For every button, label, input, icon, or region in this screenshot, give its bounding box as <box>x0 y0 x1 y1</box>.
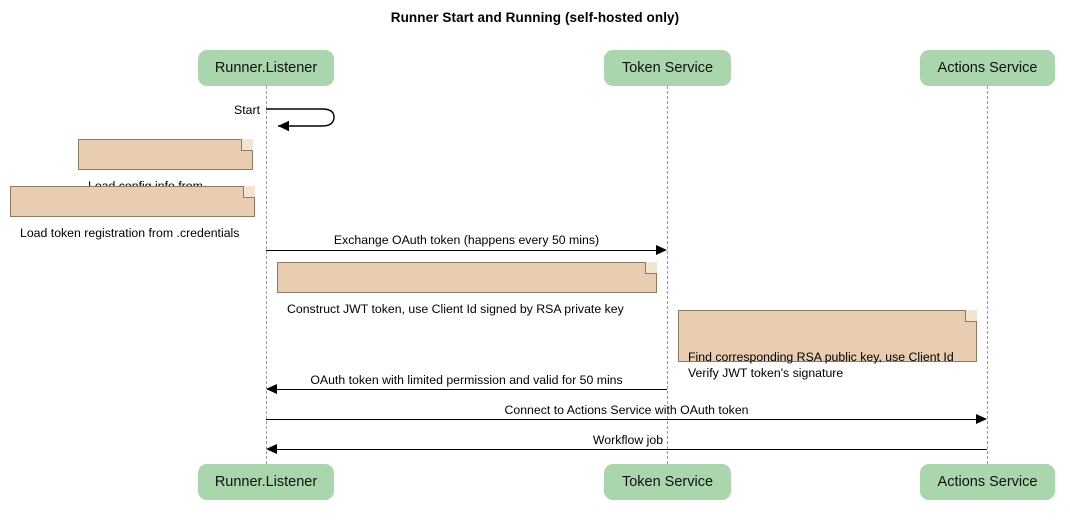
message-label-connect-actions: Connect to Actions Service with OAuth to… <box>504 403 749 417</box>
note-fold-icon <box>965 310 977 322</box>
note-verify-jwt: Find corresponding RSA public key, use C… <box>678 310 977 380</box>
participant-runner-bottom[interactable]: Runner.Listener <box>198 464 334 500</box>
note-fold-icon <box>241 139 253 151</box>
message-arrowhead-exchange-oauth <box>656 245 667 255</box>
participant-actions-top[interactable]: Actions Service <box>920 50 1055 86</box>
message-line-connect-actions <box>266 419 976 420</box>
message-label-oauth-return: OAuth token with limited permission and … <box>310 373 623 387</box>
participant-label: Actions Service <box>937 60 1038 76</box>
note-text: Construct JWT token, use Client Id signe… <box>287 302 624 316</box>
note-text: Load token registration from .credential… <box>20 226 240 240</box>
note-load-config: Load config info from .runner <box>78 139 253 209</box>
message-arrowhead-oauth-return <box>266 384 277 394</box>
note-fold-icon <box>645 262 657 274</box>
lifeline-runner <box>266 86 267 464</box>
lifeline-actions <box>987 86 988 464</box>
participant-label: Runner.Listener <box>214 60 318 76</box>
participant-label: Actions Service <box>937 474 1038 490</box>
message-label-start: Start <box>234 103 260 117</box>
message-label-exchange-oauth: Exchange OAuth token (happens every 50 m… <box>333 233 600 247</box>
participant-label: Token Service <box>621 474 714 490</box>
message-line-workflow-job <box>277 449 987 450</box>
participant-token-bottom[interactable]: Token Service <box>604 464 731 500</box>
message-label-workflow-job: Workflow job <box>592 433 664 447</box>
message-arrowhead-connect-actions <box>976 414 987 424</box>
message-line-exchange-oauth <box>266 250 656 251</box>
note-construct-jwt: Construct JWT token, use Client Id signe… <box>277 262 657 316</box>
participant-label: Runner.Listener <box>214 474 318 490</box>
participant-label: Token Service <box>621 60 714 76</box>
message-self-start <box>264 104 340 132</box>
lifeline-token <box>667 86 668 464</box>
message-line-oauth-return <box>277 389 667 390</box>
diagram-title: Runner Start and Running (self-hosted on… <box>390 10 680 25</box>
participant-runner-top[interactable]: Runner.Listener <box>198 50 334 86</box>
note-load-token-registration: Load token registration from .credential… <box>10 186 255 240</box>
participant-token-top[interactable]: Token Service <box>604 50 731 86</box>
message-arrowhead-workflow-job <box>266 444 277 454</box>
note-fold-icon <box>243 186 255 198</box>
note-text: Find corresponding RSA public key, use C… <box>688 350 954 380</box>
participant-actions-bottom[interactable]: Actions Service <box>920 464 1055 500</box>
